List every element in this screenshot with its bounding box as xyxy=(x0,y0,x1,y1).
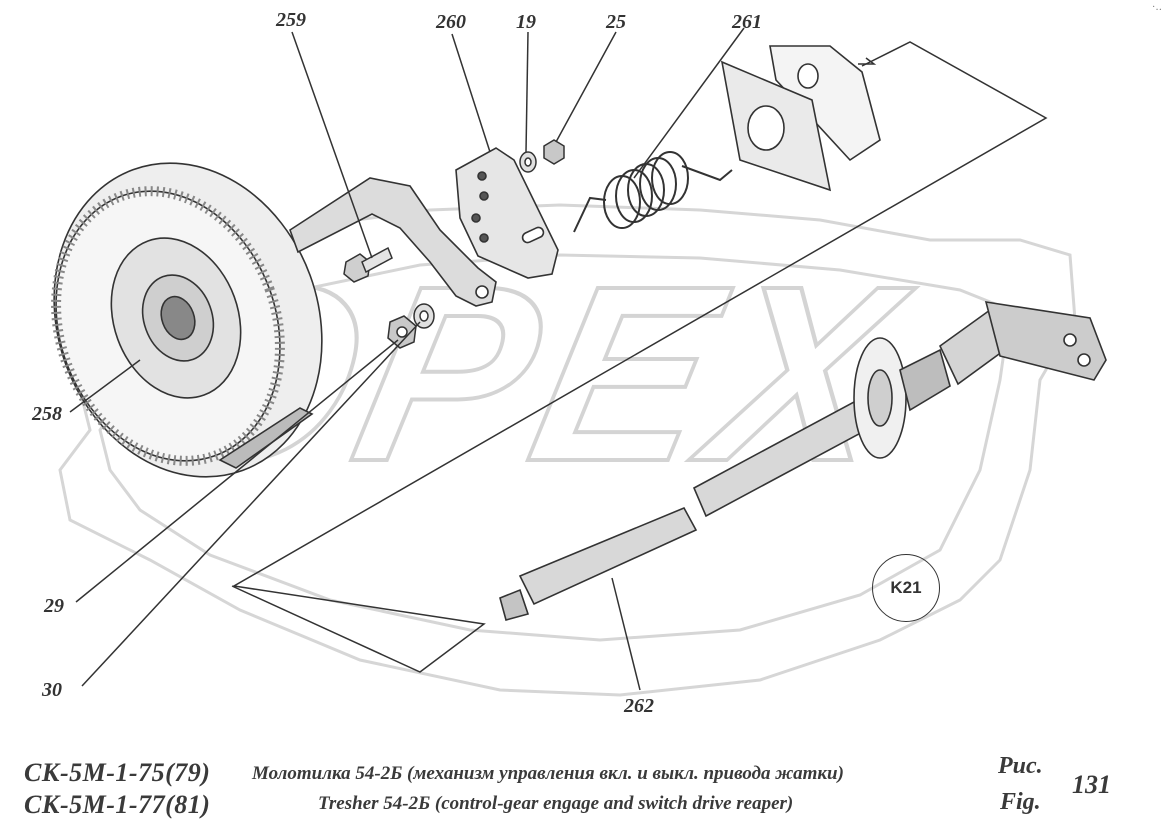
callout-19: 19 xyxy=(516,11,536,33)
bracket-arm xyxy=(289,177,497,307)
callout-258: 258 xyxy=(32,403,62,425)
figure-number: 131 xyxy=(1072,770,1111,799)
nut-29 xyxy=(387,315,417,349)
callout-261: 261 xyxy=(732,11,762,33)
callout-259: 259 xyxy=(276,9,306,31)
callout-25: 25 xyxy=(606,11,626,33)
corner-mark: ·‥ xyxy=(1152,2,1162,13)
fig-label-en: Fig. xyxy=(1000,789,1041,815)
pulley-258 xyxy=(51,162,323,478)
washer-19 xyxy=(519,151,537,173)
model-line-1: СК-5М-1-75(79) xyxy=(24,758,211,787)
description-en: Tresher 54-2Б (control-gear engage and s… xyxy=(318,793,794,814)
nut-25 xyxy=(543,139,565,165)
model-line-2: СК-5М-1-77(81) xyxy=(24,790,211,819)
description-ru: Молотилка 54-2Б (механизм управления вкл… xyxy=(252,763,844,784)
assembly-frame-line xyxy=(231,41,1048,673)
callout-262: 262 xyxy=(624,695,654,717)
k21-badge: K21 xyxy=(872,554,940,622)
callout-29: 29 xyxy=(44,595,64,617)
bolt-259 xyxy=(343,246,393,283)
fig-label-ru: Рис. xyxy=(998,753,1043,779)
leader-lines xyxy=(69,27,745,691)
plate-260 xyxy=(455,147,559,279)
shaft-262 xyxy=(499,301,1107,621)
callout-260: 260 xyxy=(436,11,466,33)
mount-plate xyxy=(720,45,881,192)
spring-261 xyxy=(573,151,733,233)
callout-30: 30 xyxy=(42,679,62,701)
